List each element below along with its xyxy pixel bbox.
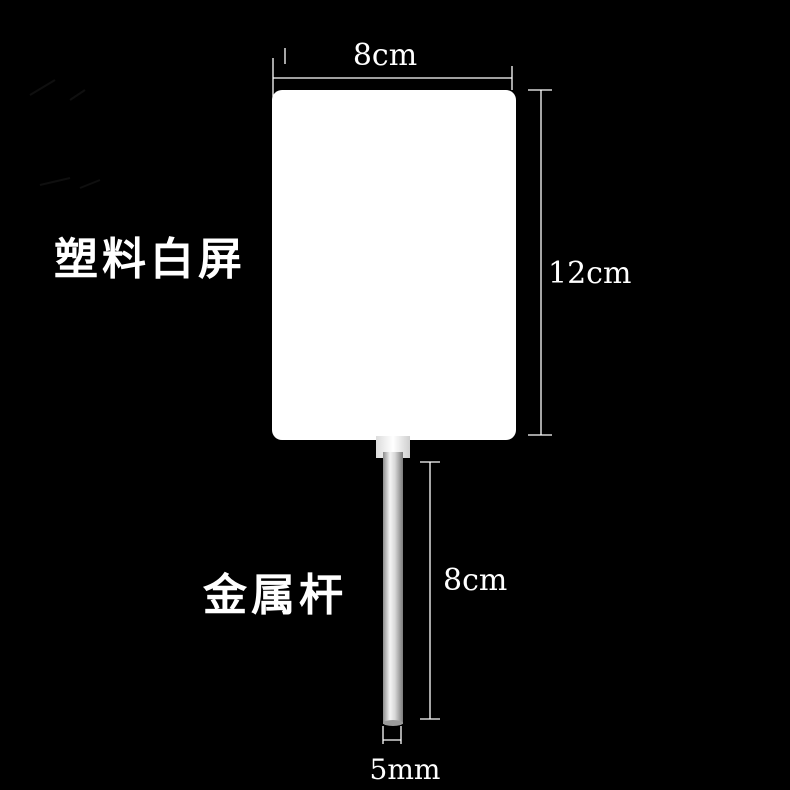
- white-screen-board: [272, 90, 516, 440]
- screen-label: 塑料白屏: [54, 234, 246, 285]
- metal-rod: [383, 452, 403, 724]
- rod-diameter-label: 5mm: [370, 753, 441, 786]
- screen-width-label: 8cm: [353, 38, 417, 73]
- background-artifacts: [29, 79, 101, 189]
- screen-width-dimension: [272, 48, 513, 100]
- rod-length-label: 8cm: [443, 563, 507, 598]
- rod-length-dimension: [420, 461, 440, 720]
- rod-label: 金属杆: [202, 570, 347, 621]
- screen-height-label: 12cm: [548, 256, 631, 291]
- screen-height-dimension: [528, 89, 552, 436]
- rod-diameter-dimension: [382, 726, 402, 744]
- rod-tip: [383, 720, 403, 726]
